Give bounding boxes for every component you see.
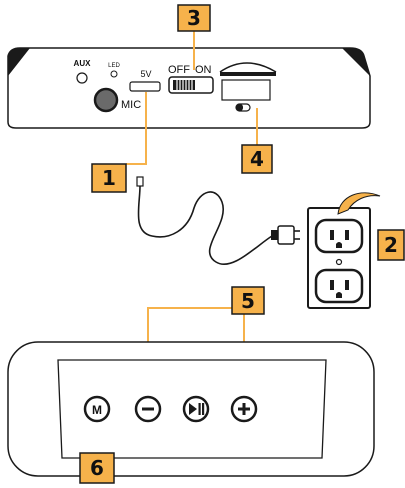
callout-5-number: 5: [241, 289, 255, 313]
mic-port[interactable]: [93, 87, 119, 113]
wall-plug: [277, 225, 295, 245]
play-pause-button[interactable]: [182, 395, 210, 423]
switch-off-label: OFF: [168, 64, 190, 76]
micro-usb-connector: [136, 176, 144, 187]
power-input-label: 5V: [140, 69, 151, 79]
cable-wire: [137, 185, 285, 265]
plus-icon: [238, 403, 250, 415]
outlet-socket-top: [314, 218, 364, 254]
power-input-port[interactable]: [129, 81, 161, 92]
callout-6-number: 6: [90, 456, 104, 480]
card-slot-edge: [220, 72, 276, 76]
led-indicator: [110, 70, 118, 78]
play-pause-icon: [189, 403, 205, 415]
usb-cable: [136, 176, 300, 265]
mic-label: MIC: [121, 99, 141, 111]
callout-1-number: 1: [102, 166, 116, 190]
plug-neck: [271, 230, 279, 240]
control-panel: M: [7, 341, 375, 477]
callout-4: 4: [241, 144, 273, 174]
aux-port[interactable]: [76, 72, 88, 84]
switch-on-label: ON: [195, 64, 212, 76]
volume-down-button[interactable]: [134, 395, 162, 423]
volume-up-button[interactable]: [230, 395, 258, 423]
mode-button-label: M: [92, 403, 102, 417]
right-corner-cap: [342, 48, 370, 76]
callout-5: 5: [231, 286, 265, 315]
callout-1: 1: [91, 163, 127, 193]
power-switch[interactable]: [168, 76, 214, 94]
callout-6: 6: [79, 452, 115, 484]
minus-icon: [142, 407, 154, 411]
callout-3: 3: [177, 4, 211, 32]
card-slot-cover: [219, 62, 277, 73]
mode-button[interactable]: M: [83, 395, 111, 423]
rear-panel: AUX LED 5V MIC OFF ON: [7, 47, 371, 129]
outlet-screw: [335, 258, 343, 266]
plug-in-arrow: [337, 192, 381, 215]
callout-2: 2: [377, 229, 405, 261]
led-label: LED: [108, 63, 120, 69]
callout-3-number: 3: [187, 6, 201, 30]
reset-button-fill: [236, 104, 243, 111]
aux-label: AUX: [74, 59, 92, 68]
left-corner-cap: [8, 48, 30, 76]
outlet-socket-bottom: [314, 268, 364, 304]
tf-card-slot[interactable]: [221, 79, 271, 101]
callout-2-number: 2: [384, 233, 398, 257]
callout-4-number: 4: [250, 147, 264, 171]
wall-outlet: [307, 207, 371, 309]
